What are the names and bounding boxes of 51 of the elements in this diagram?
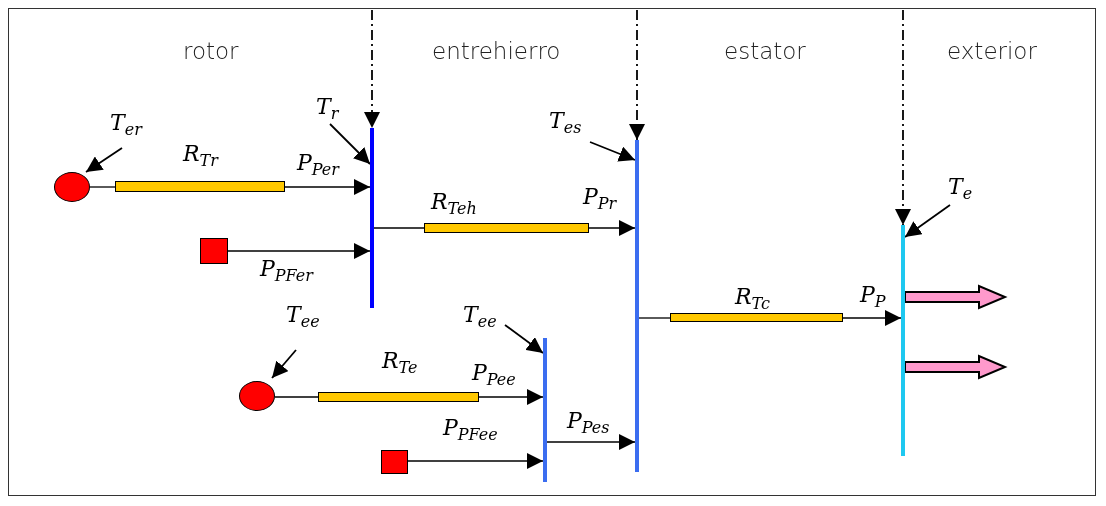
node-square — [381, 450, 408, 474]
resistor-bar — [318, 392, 479, 402]
leader-line — [589, 141, 636, 162]
temperature-label: T$_{ee}$ — [286, 304, 320, 331]
resistor-label: R$_{Tc}$ — [735, 286, 770, 313]
temperature-label: T$_{r}$ — [316, 96, 339, 123]
arrow — [546, 434, 636, 450]
arrow — [588, 220, 636, 236]
region-heading: exterior — [947, 38, 1037, 64]
arrow — [842, 310, 902, 326]
connector-line — [89, 186, 116, 188]
boundary-arrow — [364, 9, 380, 129]
leader-line — [85, 147, 123, 173]
arrow — [407, 453, 544, 469]
connector-line — [274, 396, 319, 398]
node-square — [200, 238, 228, 264]
boundary-arrow — [629, 9, 645, 141]
leader-line — [504, 324, 544, 354]
edge-label: P$_{Pr}$ — [583, 186, 617, 213]
connector-line — [638, 317, 671, 319]
edge-label: P$_{PFer}$ — [260, 258, 313, 285]
boundary-arrow — [895, 9, 911, 226]
heat-flow-arrow — [904, 354, 1008, 380]
region-heading: entrehierro — [432, 38, 561, 64]
node-circle — [54, 172, 90, 202]
heat-flow-arrow — [904, 284, 1008, 310]
connector-line — [373, 227, 425, 229]
leader-line — [329, 123, 371, 165]
edge-label: P$_{P}$ — [860, 284, 886, 311]
resistor-label: R$_{Te}$ — [382, 350, 418, 377]
edge-label: P$_{Pee}$ — [472, 362, 516, 389]
resistor-bar — [424, 223, 589, 233]
resistor-bar — [670, 313, 843, 322]
arrow — [284, 179, 371, 195]
resistor-label: R$_{Teh}$ — [431, 191, 477, 218]
temperature-label: T$_{er}$ — [110, 112, 142, 139]
edge-label: P$_{PFee}$ — [443, 417, 498, 444]
resistor-label: R$_{Tr}$ — [183, 143, 218, 170]
edge-label: P$_{Pes}$ — [567, 410, 610, 437]
temperature-label: T$_{ee}$ — [463, 304, 497, 331]
region-heading: estator — [724, 38, 806, 64]
resistor-bar — [115, 181, 285, 192]
edge-label: P$_{Per}$ — [297, 152, 339, 179]
temperature-label: T$_{es}$ — [549, 110, 582, 137]
node-circle — [239, 381, 275, 411]
arrow — [478, 389, 544, 405]
leader-line — [271, 349, 297, 379]
temperature-label: T$_{e}$ — [948, 176, 973, 203]
region-heading: rotor — [183, 38, 239, 64]
leader-line — [904, 204, 951, 238]
arrow — [227, 243, 371, 259]
